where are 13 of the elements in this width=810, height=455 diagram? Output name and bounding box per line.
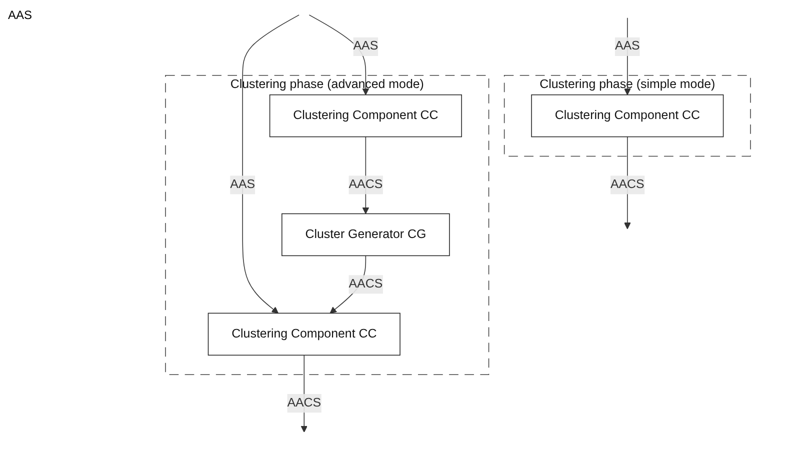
edge-label: AACS (610, 178, 644, 192)
arrow (242, 14, 300, 314)
node-box: Cluster Generator CG (282, 213, 450, 256)
edge-label: AACS (348, 277, 383, 291)
edge-label: AAS (230, 178, 256, 192)
edge-label: AACS (348, 178, 383, 192)
edge-label: AAS (614, 40, 640, 53)
edge-label: AACS (287, 396, 322, 410)
node-box: Clustering Component CC (269, 94, 462, 138)
node-box: Clustering Component CC (531, 94, 724, 138)
signal-label: AAS (8, 8, 34, 22)
edge-label: AAS (353, 40, 378, 53)
node-box: Clustering Component CC (208, 312, 400, 356)
